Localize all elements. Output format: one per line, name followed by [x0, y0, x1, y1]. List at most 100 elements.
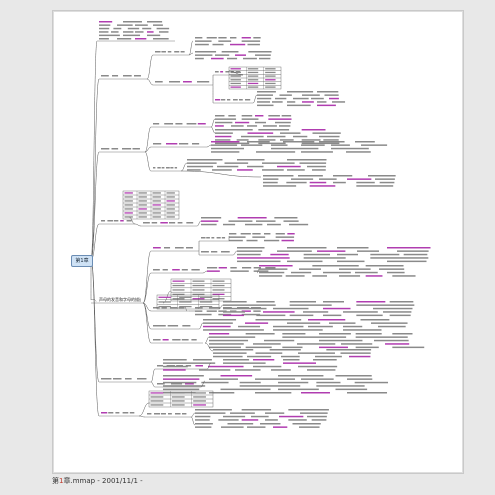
branch-line	[142, 250, 152, 304]
d5-detail-line	[203, 329, 264, 331]
table-cell-text	[150, 400, 164, 402]
d2-label-line	[191, 269, 200, 271]
b3-label-line	[161, 167, 165, 169]
intro-note-line	[123, 31, 134, 33]
d5-detail-line	[308, 325, 333, 328]
e2-detail-line	[347, 378, 373, 380]
b1-detail2-line	[323, 139, 339, 141]
table-cell-text	[193, 396, 206, 398]
table-cell-text	[212, 280, 225, 282]
intro-note-line	[147, 31, 154, 33]
d11-detail-line	[229, 239, 243, 242]
d4-table	[156, 294, 220, 310]
e1-detail-line	[163, 365, 188, 368]
d6-label-line	[153, 339, 161, 341]
a22-detail-line	[257, 101, 271, 103]
d4-detail2-line	[256, 314, 286, 317]
a1-detail2-line	[255, 54, 271, 56]
intro-note-line	[135, 38, 147, 40]
intro-note-line	[123, 34, 141, 37]
branch-line	[142, 272, 152, 304]
table-cell-text	[158, 305, 171, 308]
e2-detail-line	[335, 388, 368, 391]
a1-detail-line	[218, 40, 232, 42]
a21-label-line	[230, 71, 234, 73]
b2-label-line	[166, 143, 178, 145]
a22-label-line	[239, 99, 243, 101]
e2-detail-line	[278, 388, 319, 391]
b1-detail-line	[263, 125, 277, 127]
table-cell-text	[265, 75, 276, 77]
table-cell-text	[230, 75, 241, 77]
d2-detail-line	[218, 267, 227, 269]
d6-detail-line	[355, 333, 382, 335]
c1-detail-line	[201, 217, 222, 219]
intro-note-line	[123, 21, 142, 23]
f1-detail-line	[279, 415, 304, 418]
table-cell-text	[230, 71, 241, 74]
intro-note-line	[99, 21, 113, 23]
d4-detail-line	[251, 307, 261, 309]
d6-detail-line	[392, 346, 425, 349]
table-cell-text	[193, 400, 206, 402]
branch-line	[206, 362, 212, 370]
c1-detail-line	[245, 223, 263, 226]
b3-detail-line	[262, 162, 295, 164]
d5-detail-line	[329, 322, 356, 324]
e1-label-line	[195, 365, 203, 367]
e2-detail-line	[163, 378, 200, 380]
a22-label-line	[221, 99, 226, 101]
e2-detail-line	[239, 381, 261, 384]
table-cell-text	[192, 298, 205, 300]
a21-label-line	[225, 71, 230, 73]
f1-detail-line	[307, 415, 327, 418]
root-to-branch-e	[90, 259, 100, 383]
table-cell-text	[230, 79, 241, 81]
d6-detail-line	[374, 339, 409, 342]
intro-note-line	[111, 31, 119, 33]
intro-note-line	[117, 38, 132, 40]
a1-detail-line	[241, 37, 251, 39]
f1-detail2-line	[260, 423, 281, 425]
root-node[interactable]: 第1章	[71, 255, 93, 267]
a22-detail-line	[317, 101, 327, 103]
b2-detail-line	[247, 141, 270, 143]
root-to-branch-a	[90, 78, 100, 261]
b1-label-line	[164, 123, 174, 125]
table-cell-text	[171, 392, 185, 394]
e2-detail-line	[316, 385, 365, 387]
f1-detail-line	[195, 419, 210, 421]
table-cell-text	[166, 196, 175, 198]
b3-detail-line	[187, 162, 217, 164]
e1-label-line	[185, 365, 192, 367]
table-cell-text	[124, 196, 133, 198]
table-cell-text	[152, 212, 161, 214]
branch-line	[138, 402, 150, 417]
d5-detail-line	[255, 319, 302, 321]
branch-a-label-line	[123, 75, 132, 77]
b3-detail-line	[312, 169, 326, 171]
table-cell-text	[265, 82, 276, 85]
c1-label-line	[186, 222, 194, 224]
d6-detail-line	[253, 343, 281, 345]
d6-detail2-line	[326, 349, 372, 351]
d4-detail2-line	[289, 304, 332, 306]
e1-detail-line	[271, 369, 291, 371]
d6-detail-line	[209, 343, 244, 345]
d12-detail-line	[287, 260, 323, 263]
branch-line	[252, 94, 258, 104]
root-to-branch-f	[90, 259, 100, 417]
branch-e-label-line	[137, 378, 147, 380]
a22-detail-line	[332, 101, 346, 103]
d4-detail2-line	[323, 307, 351, 310]
a1-detail2-line	[221, 51, 239, 53]
table-cell-text	[265, 79, 276, 81]
e2-detail-line	[209, 392, 235, 394]
d4-detail2-line	[256, 301, 275, 303]
d2-detail2-line	[291, 271, 312, 274]
branch-line	[200, 380, 206, 388]
branch-line	[202, 270, 208, 274]
branch-a-label-line	[101, 75, 109, 77]
b2-detail-line	[355, 141, 375, 143]
table-cell-text	[158, 296, 171, 298]
